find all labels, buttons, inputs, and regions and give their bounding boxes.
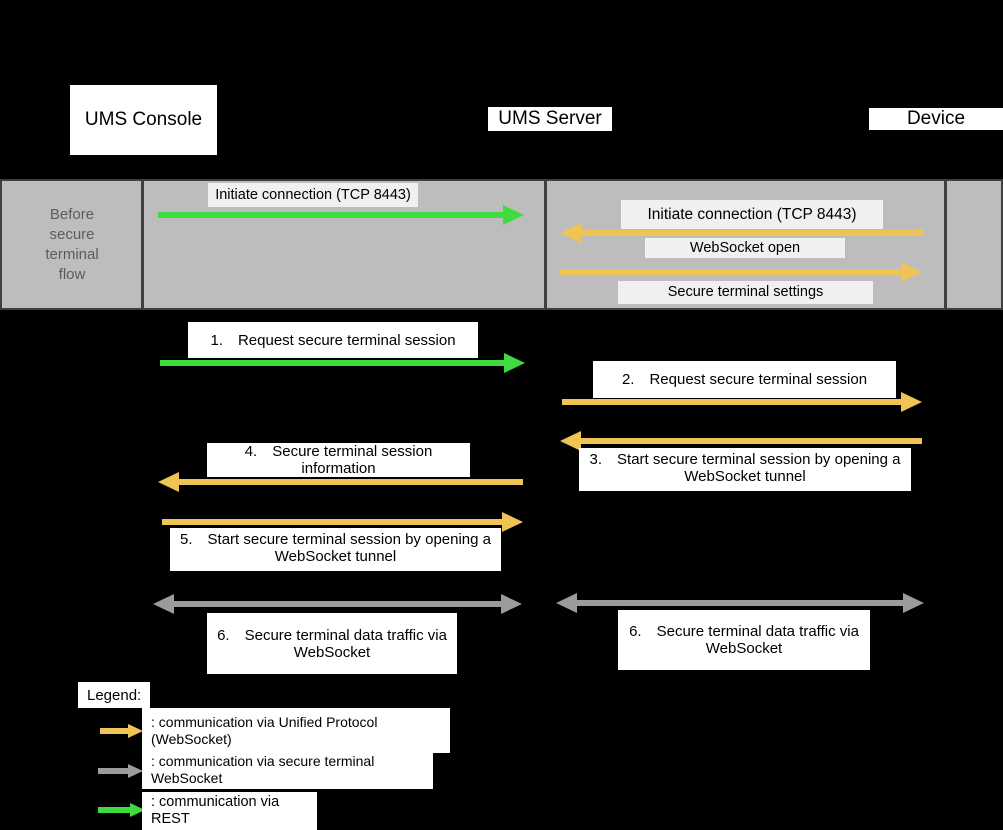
step-6-left-arrow-websocket [153,594,522,614]
step-6-left-label: 6.Secure terminal data traffic via WebSo… [207,613,457,674]
band-arrow-unified-settings [560,262,922,282]
lifeline-device [944,181,947,308]
step-2-arrow-unified [562,392,922,412]
step-5-label: 5.Start secure terminal session by openi… [170,528,501,571]
step-2-label: 2. Request secure terminal session [593,361,896,398]
arrowhead-right-icon [901,262,922,282]
step-5-arrow-unified [162,512,523,532]
arrowhead-left-icon [560,223,581,243]
arrowhead-right-icon [901,392,922,412]
lifeline-ums-console [141,181,144,308]
step-4-arrow-unified [158,472,523,492]
band-message-label-initiate-device: Initiate connection (TCP 8443) [621,200,883,229]
actor-label-device: Device [906,108,966,129]
actor-box-device: Device [869,108,1003,130]
arrowhead-right-icon [130,803,145,817]
band-arrow-unified-initiate [560,223,923,243]
actor-label-ums-server: UMS Server [498,108,602,129]
arrowhead-right-icon [903,593,924,613]
band-message-label-websocket-open: WebSocket open [645,238,845,258]
band-arrow-rest-initiate [158,205,524,225]
legend-entry-unified: : communication via Unified Protocol (We… [142,708,450,753]
legend-entry-secure-ws: : communication via secure terminal WebS… [142,750,433,789]
arrowhead-right-icon [503,205,524,225]
legend-entry-rest: : communication via REST [142,792,317,830]
step-3-label: 3.Start secure terminal session by openi… [579,448,911,491]
step-3-arrow-unified [560,431,922,451]
arrowhead-left-icon [153,594,174,614]
arrowhead-right-icon [501,594,522,614]
actor-label-ums-console: UMS Console [84,109,203,130]
step-1-arrow-rest [160,353,525,373]
arrowhead-left-icon [560,431,581,451]
step-4-label: 4.Secure terminal session information [207,443,470,477]
legend-arrow-rest [98,803,145,817]
actor-box-ums-console: UMS Console [70,85,217,155]
step-6-right-arrow-websocket [556,593,924,613]
step-6-right-label: 6.Secure terminal data traffic via WebSo… [618,610,870,670]
band-message-label-initiate-console: Initiate connection (TCP 8443) [208,183,418,207]
arrowhead-left-icon [158,472,179,492]
actor-box-ums-server: UMS Server [488,107,612,131]
step-1-label: 1. Request secure terminal session [188,322,478,358]
legend-arrow-secure-ws [98,764,143,778]
legend-arrow-unified [100,724,143,738]
lifeline-ums-server [544,181,547,308]
arrowhead-right-icon [128,764,143,778]
band-message-label-secure-terminal-settings: Secure terminal settings [618,281,873,304]
arrowhead-left-icon [556,593,577,613]
arrowhead-right-icon [504,353,525,373]
legend-title: Legend: [78,682,150,708]
before-flow-title: Before secure terminal flow [45,206,99,283]
arrowhead-right-icon [502,512,523,532]
arrowhead-right-icon [128,724,143,738]
